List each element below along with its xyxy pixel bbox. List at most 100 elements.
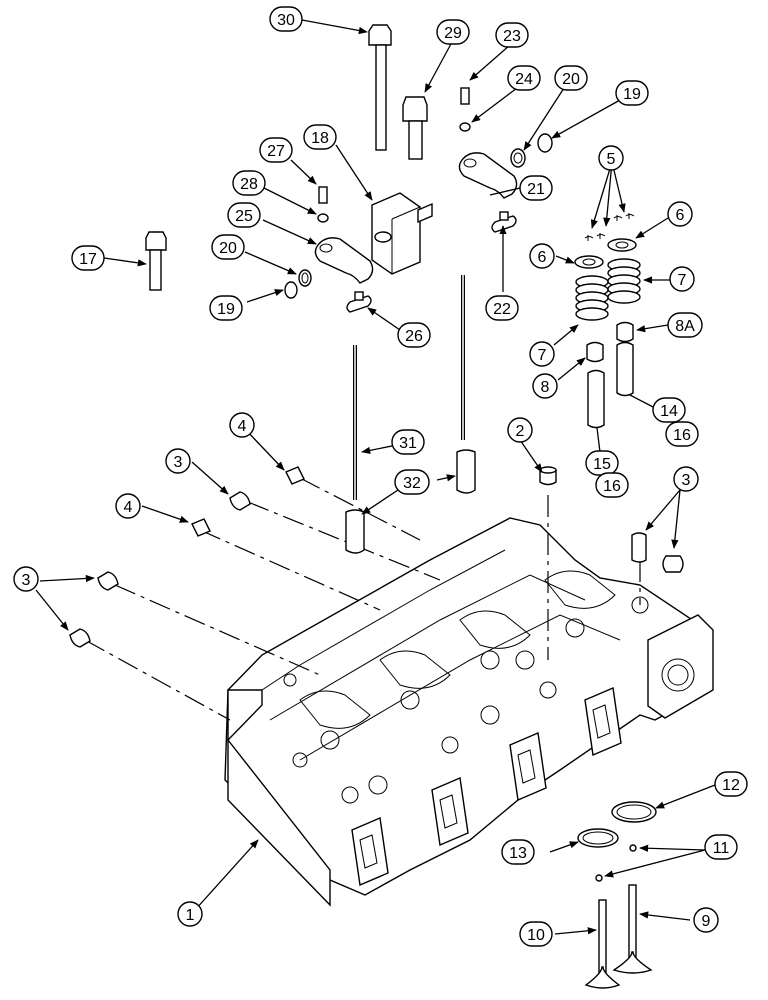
svg-text:3: 3 <box>22 572 31 589</box>
svg-text:3: 3 <box>682 472 691 489</box>
spring-right <box>607 258 641 304</box>
svg-text:11: 11 <box>713 840 730 857</box>
callout-11: 11 <box>704 834 738 860</box>
svg-text:5: 5 <box>607 151 616 168</box>
core-plugs <box>69 491 684 648</box>
callout-19-right: 19 <box>615 80 649 106</box>
svg-text:25: 25 <box>235 208 253 225</box>
svg-text:31: 31 <box>399 435 417 452</box>
callout-2: 2 <box>507 417 533 443</box>
valves <box>584 884 653 989</box>
callout-25: 25 <box>227 202 261 228</box>
svg-text:26: 26 <box>405 328 423 345</box>
svg-text:17: 17 <box>79 251 97 268</box>
callout-24: 24 <box>507 65 541 91</box>
spring-left <box>575 275 609 321</box>
svg-text:16: 16 <box>673 427 691 444</box>
callout-31: 31 <box>391 429 425 455</box>
callout-7-right: 7 <box>669 266 695 292</box>
alignment-lines <box>84 477 641 721</box>
rocker-shaft-support <box>371 192 433 275</box>
rocker-arms <box>314 152 518 284</box>
callout-23: 23 <box>495 22 529 48</box>
svg-text:7: 7 <box>538 347 547 364</box>
svg-text:13: 13 <box>509 845 527 862</box>
callout-20-left: 20 <box>211 234 245 260</box>
svg-text:19: 19 <box>623 86 641 103</box>
callout-26: 26 <box>397 322 431 348</box>
svg-text:3: 3 <box>174 454 183 471</box>
callout-16-mid: 16 <box>595 472 629 498</box>
bolts <box>145 24 428 291</box>
svg-text:28: 28 <box>240 176 258 193</box>
callout-8: 8 <box>532 373 558 399</box>
callout-5: 5 <box>598 145 624 171</box>
svg-text:18: 18 <box>311 130 329 147</box>
svg-text:12: 12 <box>722 777 740 794</box>
pipe-plugs <box>191 466 305 537</box>
callout-18: 18 <box>303 124 337 150</box>
leader-lines <box>35 19 716 935</box>
svg-text:29: 29 <box>444 25 462 42</box>
callout-9: 9 <box>693 907 719 933</box>
callout-13: 13 <box>501 839 535 865</box>
valve-train-parts <box>574 213 641 429</box>
callout-10: 10 <box>519 921 553 947</box>
svg-text:30: 30 <box>277 12 295 29</box>
callout-17: 17 <box>71 245 105 271</box>
callout-19-left: 19 <box>209 295 243 321</box>
callout-30: 30 <box>269 6 303 32</box>
cylinder-head <box>224 517 714 907</box>
callout-29: 29 <box>436 19 470 45</box>
callout-27: 27 <box>259 137 293 163</box>
callout-7-left: 7 <box>529 341 555 367</box>
callout-15: 15 <box>585 450 619 476</box>
adjusting-screws-nuts <box>317 87 471 223</box>
svg-text:20: 20 <box>219 240 237 257</box>
svg-text:10: 10 <box>527 927 545 944</box>
push-rods <box>353 275 465 500</box>
svg-text:22: 22 <box>493 301 511 318</box>
svg-text:16: 16 <box>603 478 621 495</box>
svg-text:2: 2 <box>516 423 525 440</box>
callout-21: 21 <box>519 175 553 201</box>
svg-text:19: 19 <box>217 301 235 318</box>
svg-text:15: 15 <box>593 456 611 473</box>
callout-1: 1 <box>177 901 203 927</box>
callout-4-lower: 4 <box>115 493 141 519</box>
svg-text:8: 8 <box>541 379 550 396</box>
callout-8A: 8A <box>667 312 703 338</box>
svg-text:9: 9 <box>702 913 711 930</box>
callout-20-right: 20 <box>554 65 588 91</box>
callout-14: 14 <box>652 397 686 423</box>
callout-32: 32 <box>394 469 430 495</box>
svg-text:8A: 8A <box>675 318 695 335</box>
callout-22: 22 <box>485 295 519 321</box>
svg-text:4: 4 <box>124 499 133 516</box>
callout-3-right: 3 <box>673 466 699 492</box>
callout-28: 28 <box>232 170 266 196</box>
callout-4-upper: 4 <box>229 412 255 438</box>
callout-16-right: 16 <box>665 421 699 447</box>
callout-3-left: 3 <box>13 566 39 592</box>
callout-3-upper: 3 <box>165 448 191 474</box>
svg-text:1: 1 <box>186 907 195 924</box>
svg-text:6: 6 <box>676 207 685 224</box>
valve-seat-inserts <box>577 801 657 882</box>
svg-text:4: 4 <box>238 418 247 435</box>
svg-text:7: 7 <box>678 272 687 289</box>
callout-12: 12 <box>714 771 748 797</box>
svg-text:20: 20 <box>562 71 580 88</box>
rings <box>284 133 553 299</box>
tappets <box>345 449 476 554</box>
valve-bridges <box>346 211 517 313</box>
svg-text:24: 24 <box>515 71 533 88</box>
svg-text:6: 6 <box>538 249 547 266</box>
svg-text:27: 27 <box>267 143 285 160</box>
expansion-plug <box>539 466 557 486</box>
svg-text:14: 14 <box>660 403 678 420</box>
svg-text:21: 21 <box>527 181 545 198</box>
svg-text:23: 23 <box>503 28 521 45</box>
callout-6-right: 6 <box>667 201 693 227</box>
